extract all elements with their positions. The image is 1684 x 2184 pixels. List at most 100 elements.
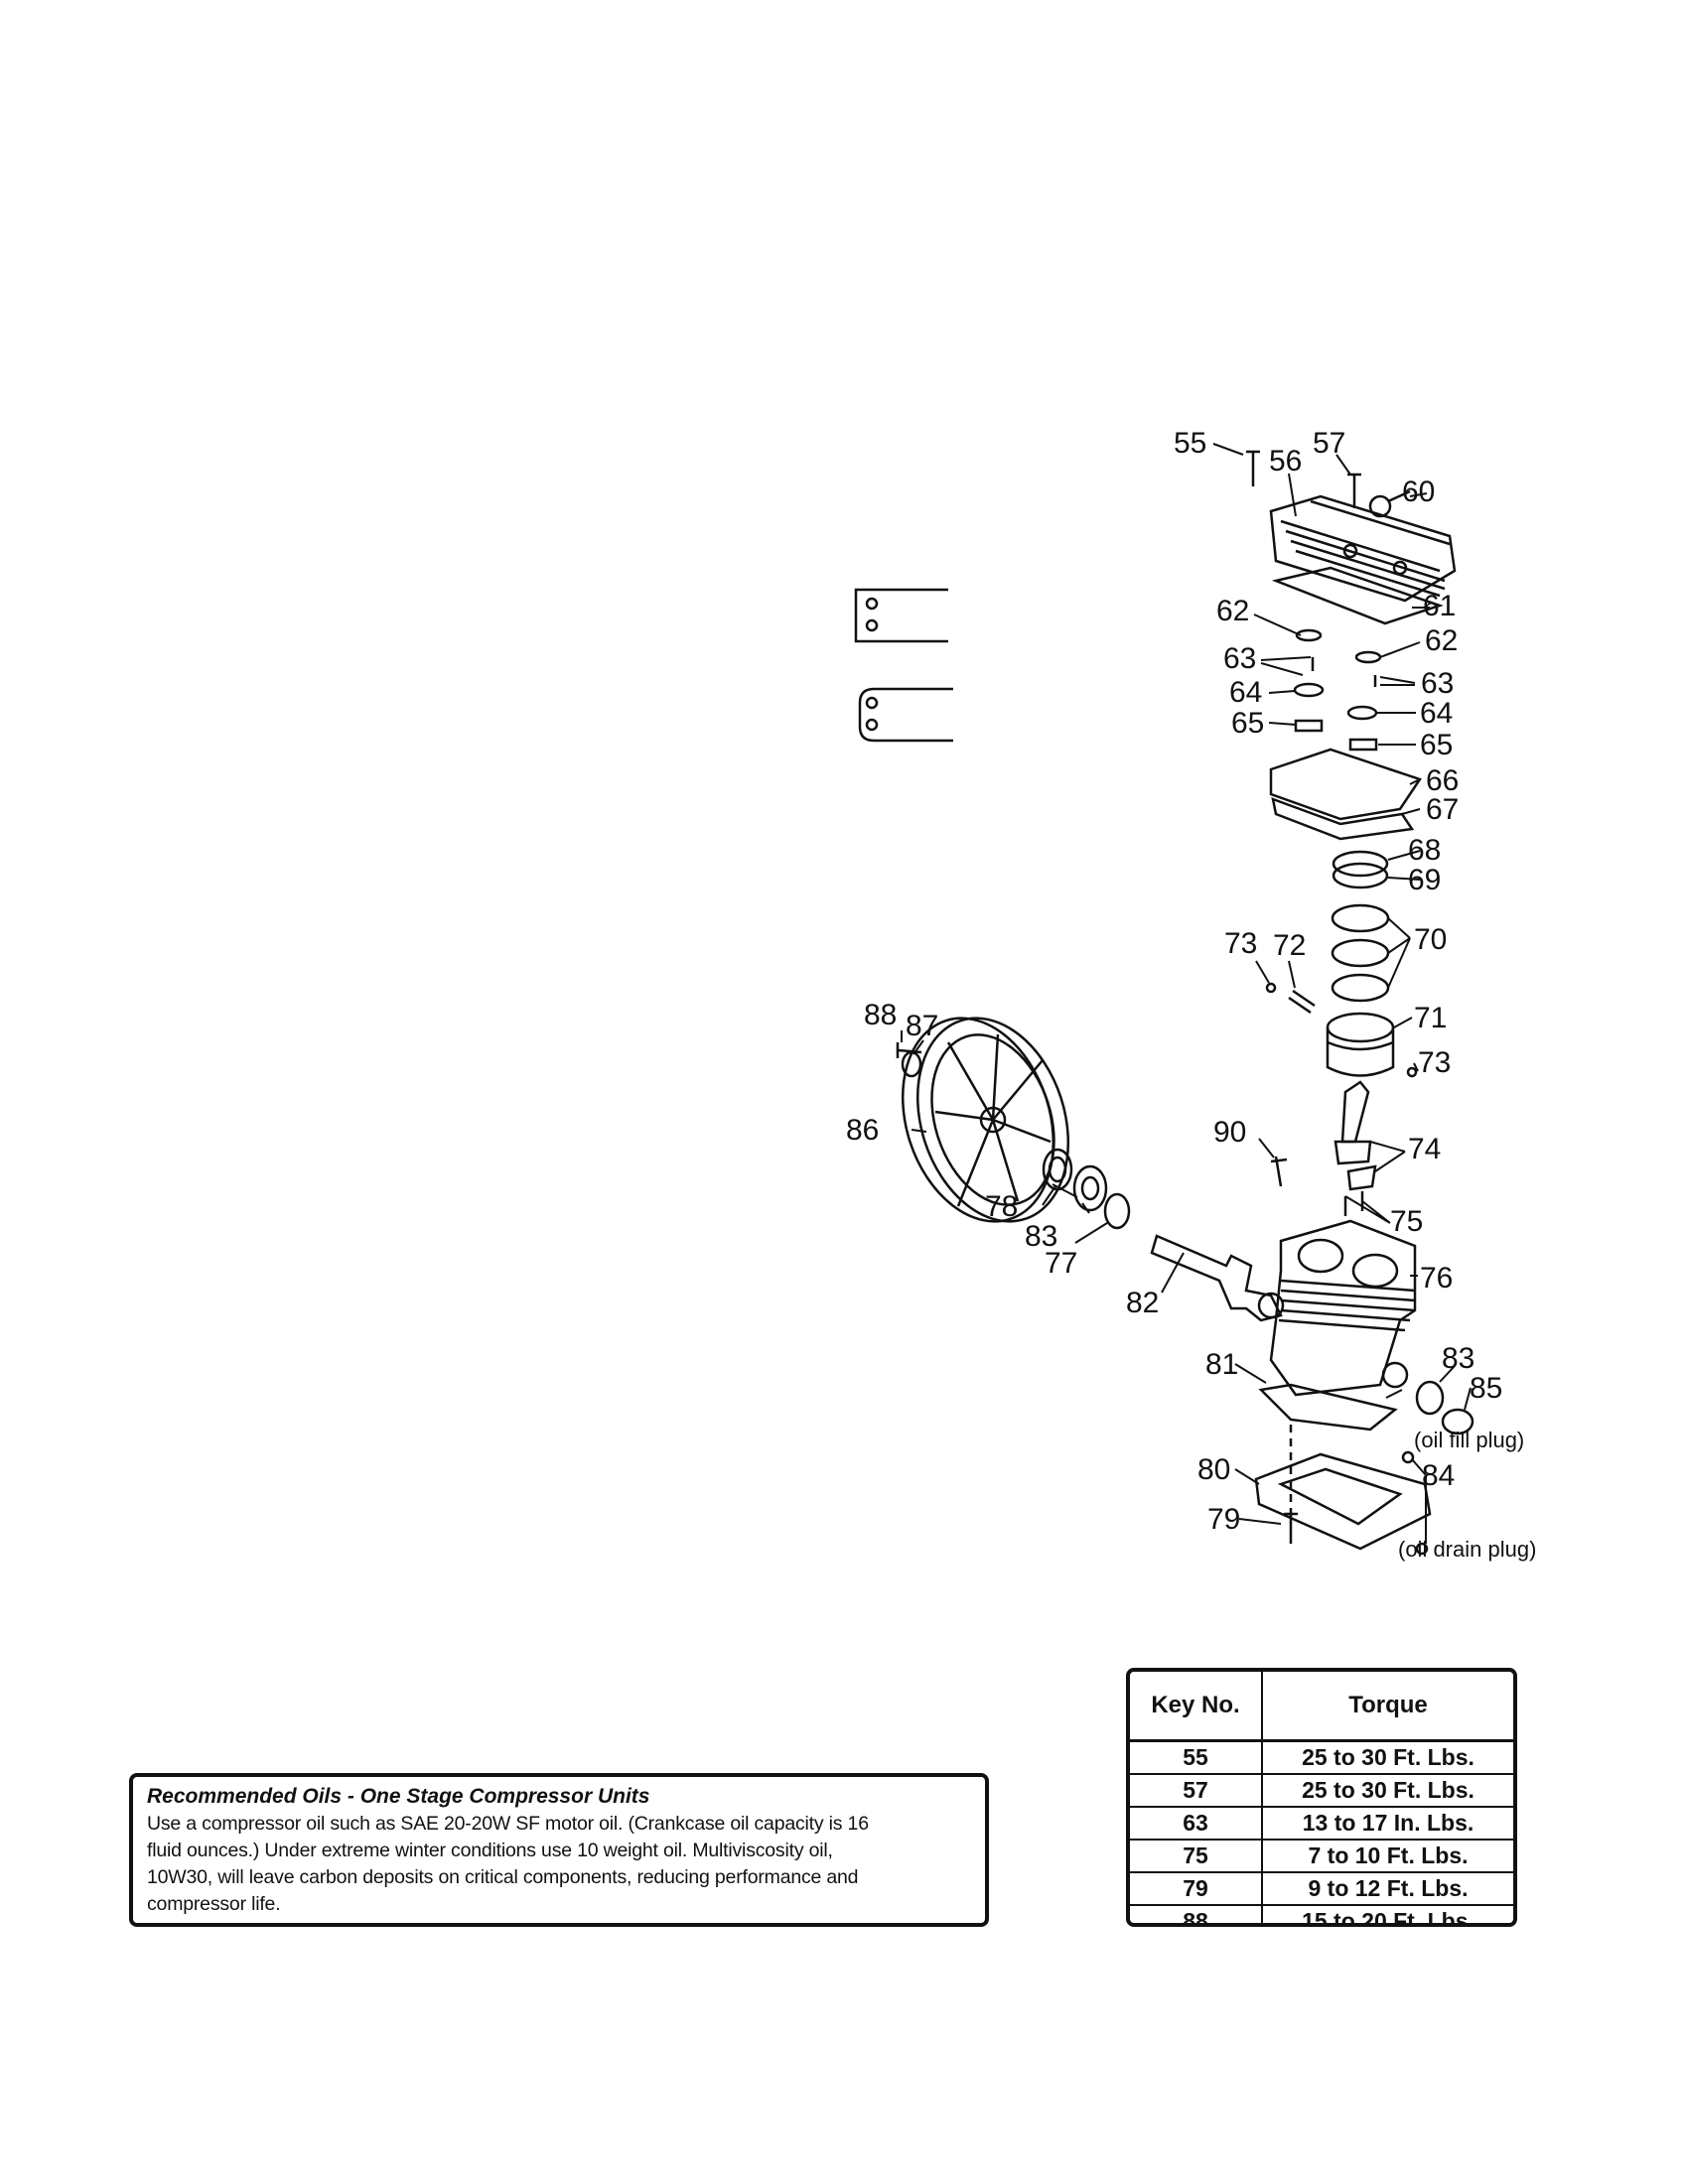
crankcase: [1269, 1219, 1417, 1397]
piston-rings: [1331, 850, 1390, 1003]
callout-80: 80: [1197, 1453, 1230, 1486]
callout-83: 83: [1025, 1220, 1057, 1253]
callout-84: 84: [1422, 1459, 1455, 1492]
oil-fill-plug-label: (oil fill plug): [1414, 1428, 1524, 1452]
callout-63: 63: [1223, 642, 1256, 675]
callout-79: 79: [1207, 1503, 1240, 1536]
callout-69: 69: [1408, 864, 1441, 896]
callout-65: 65: [1231, 707, 1264, 740]
key-cell: 55: [1130, 1740, 1263, 1775]
table-row: 75 7 to 10 Ft. Lbs.: [1130, 1840, 1513, 1873]
callout-56: 56: [1269, 445, 1302, 478]
callout-78: 78: [985, 1190, 1018, 1223]
oil-drain-plug: [1415, 1542, 1429, 1556]
key-cell: 63: [1130, 1807, 1263, 1841]
table-row: 55 25 to 30 Ft. Lbs.: [1130, 1740, 1513, 1775]
table-row: 57 25 to 30 Ft. Lbs.: [1130, 1774, 1513, 1808]
bracket-square: [854, 588, 948, 643]
oils-line: Use a compressor oil such as SAE 20-20W …: [147, 1813, 869, 1835]
oil-drain-plug-label: (oil drain plug): [1398, 1537, 1536, 1562]
callout-85: 85: [1470, 1372, 1502, 1405]
callout-76: 76: [1420, 1262, 1453, 1295]
torque-cell: 9 to 12 Ft. Lbs.: [1262, 1872, 1513, 1906]
callout-88: 88: [864, 999, 897, 1031]
callout-90: 90: [1213, 1116, 1246, 1149]
piston: [1326, 1012, 1395, 1077]
header-torque: Torque: [1262, 1672, 1513, 1742]
table-row: 88 15 to 20 Ft. Lbs.: [1130, 1905, 1513, 1927]
crankshaft: [1150, 1234, 1285, 1322]
table-row: 79 9 to 12 Ft. Lbs.: [1130, 1872, 1513, 1906]
key-cell: 79: [1130, 1872, 1263, 1906]
key-cell: 75: [1130, 1840, 1263, 1873]
oils-line: 10W30, will leave carbon deposits on cri…: [147, 1866, 859, 1888]
base-gasket: [1258, 1383, 1398, 1432]
callout-62: 62: [1425, 624, 1458, 657]
callout-60: 60: [1402, 476, 1435, 508]
callout-65: 65: [1420, 729, 1453, 761]
callout-86: 86: [846, 1114, 879, 1147]
key-cell: 88: [1130, 1905, 1263, 1923]
bracket-rounded: [858, 687, 953, 743]
callout-73: 73: [1224, 927, 1257, 960]
callout-82: 82: [1126, 1287, 1159, 1319]
callout-57: 57: [1313, 427, 1345, 460]
retaining-ring: [1103, 1192, 1131, 1230]
oil-seal-right: [1415, 1380, 1445, 1416]
fitting-60: [1368, 489, 1411, 518]
header-key-no: Key No.: [1130, 1672, 1263, 1742]
oils-body: Use a compressor oil such as SAE 20-20W …: [147, 1811, 971, 1918]
torque-header-row: Key No. Torque: [1130, 1672, 1513, 1742]
callout-61: 61: [1423, 590, 1456, 622]
valve-plate: [1269, 748, 1422, 841]
callout-67: 67: [1426, 793, 1459, 826]
callout-63: 63: [1421, 667, 1454, 700]
pin-clip-left: [1265, 982, 1277, 994]
callout-62: 62: [1216, 595, 1249, 627]
oils-line: fluid ounces.) Under extreme winter cond…: [147, 1840, 833, 1861]
oils-title: Recommended Oils - One Stage Compressor …: [147, 1785, 650, 1808]
dipstick: [1270, 1156, 1288, 1187]
callout-83: 83: [1442, 1342, 1474, 1375]
wrist-pin: [1288, 989, 1316, 1015]
base-bolt: [1284, 1512, 1298, 1544]
callout-72: 72: [1273, 929, 1306, 962]
flywheel-washer: [901, 1050, 922, 1078]
head-gasket: [1271, 566, 1444, 625]
oil-fill-plug: [1401, 1450, 1415, 1464]
torque-cell: 7 to 10 Ft. Lbs.: [1262, 1840, 1513, 1873]
torque-cell: 15 to 20 Ft. Lbs.: [1302, 1908, 1474, 1927]
oils-line: compressor life.: [147, 1893, 281, 1915]
callout-68: 68: [1408, 834, 1441, 867]
callout-77: 77: [1045, 1247, 1077, 1280]
torque-table-box: Key No. Torque 55 25 to 30 Ft. Lbs. 57 2…: [1126, 1668, 1517, 1927]
bearing-83: [1072, 1164, 1108, 1212]
connecting-rod: [1333, 1080, 1377, 1216]
table-row: 63 13 to 17 In. Lbs.: [1130, 1807, 1513, 1841]
torque-table: Key No. Torque 55 25 to 30 Ft. Lbs. 57 2…: [1130, 1672, 1513, 1927]
callout-74: 74: [1408, 1133, 1441, 1165]
head-bolt-55: [1246, 450, 1260, 486]
callout-73: 73: [1418, 1046, 1451, 1079]
callout-64: 64: [1229, 676, 1262, 709]
valve-parts: [1293, 628, 1382, 751]
oil-cap: [1441, 1408, 1474, 1435]
leader-lines: [901, 443, 1472, 1544]
callout-71: 71: [1414, 1002, 1447, 1034]
torque-cell: 13 to 17 In. Lbs.: [1262, 1807, 1513, 1841]
torque-cell: 25 to 30 Ft. Lbs.: [1262, 1774, 1513, 1808]
head-bolt-57: [1347, 473, 1361, 508]
callout-81: 81: [1205, 1348, 1238, 1381]
callout-55: 55: [1174, 427, 1206, 460]
callout-64: 64: [1420, 697, 1453, 730]
recommended-oils-note: Recommended Oils - One Stage Compressor …: [129, 1773, 989, 1927]
crankcase-base: [1254, 1425, 1432, 1551]
cylinder-head: [1269, 494, 1457, 603]
callout-75: 75: [1390, 1205, 1423, 1238]
callout-labels: 55 56 57 60 61 62 62 63 63 64 64 65 65 6…: [846, 427, 1536, 1562]
callout-87: 87: [906, 1010, 938, 1042]
callout-70: 70: [1414, 923, 1447, 956]
torque-cell: 25 to 30 Ft. Lbs.: [1262, 1740, 1513, 1775]
key-cell: 57: [1130, 1774, 1263, 1808]
